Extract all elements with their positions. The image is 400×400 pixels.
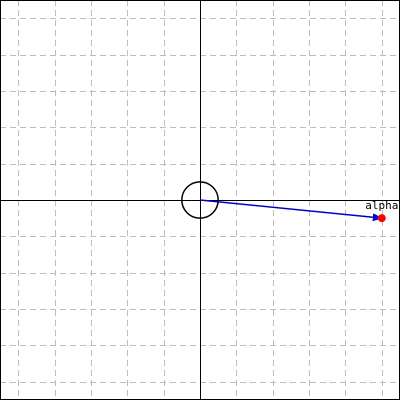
data-point (377, 214, 386, 223)
circle (181, 181, 219, 219)
vector-arrow (199, 199, 383, 222)
circle-layer (181, 181, 219, 219)
point-layer: alpha (365, 199, 398, 223)
vector-layer (199, 199, 383, 222)
point-label: alpha (365, 199, 398, 212)
